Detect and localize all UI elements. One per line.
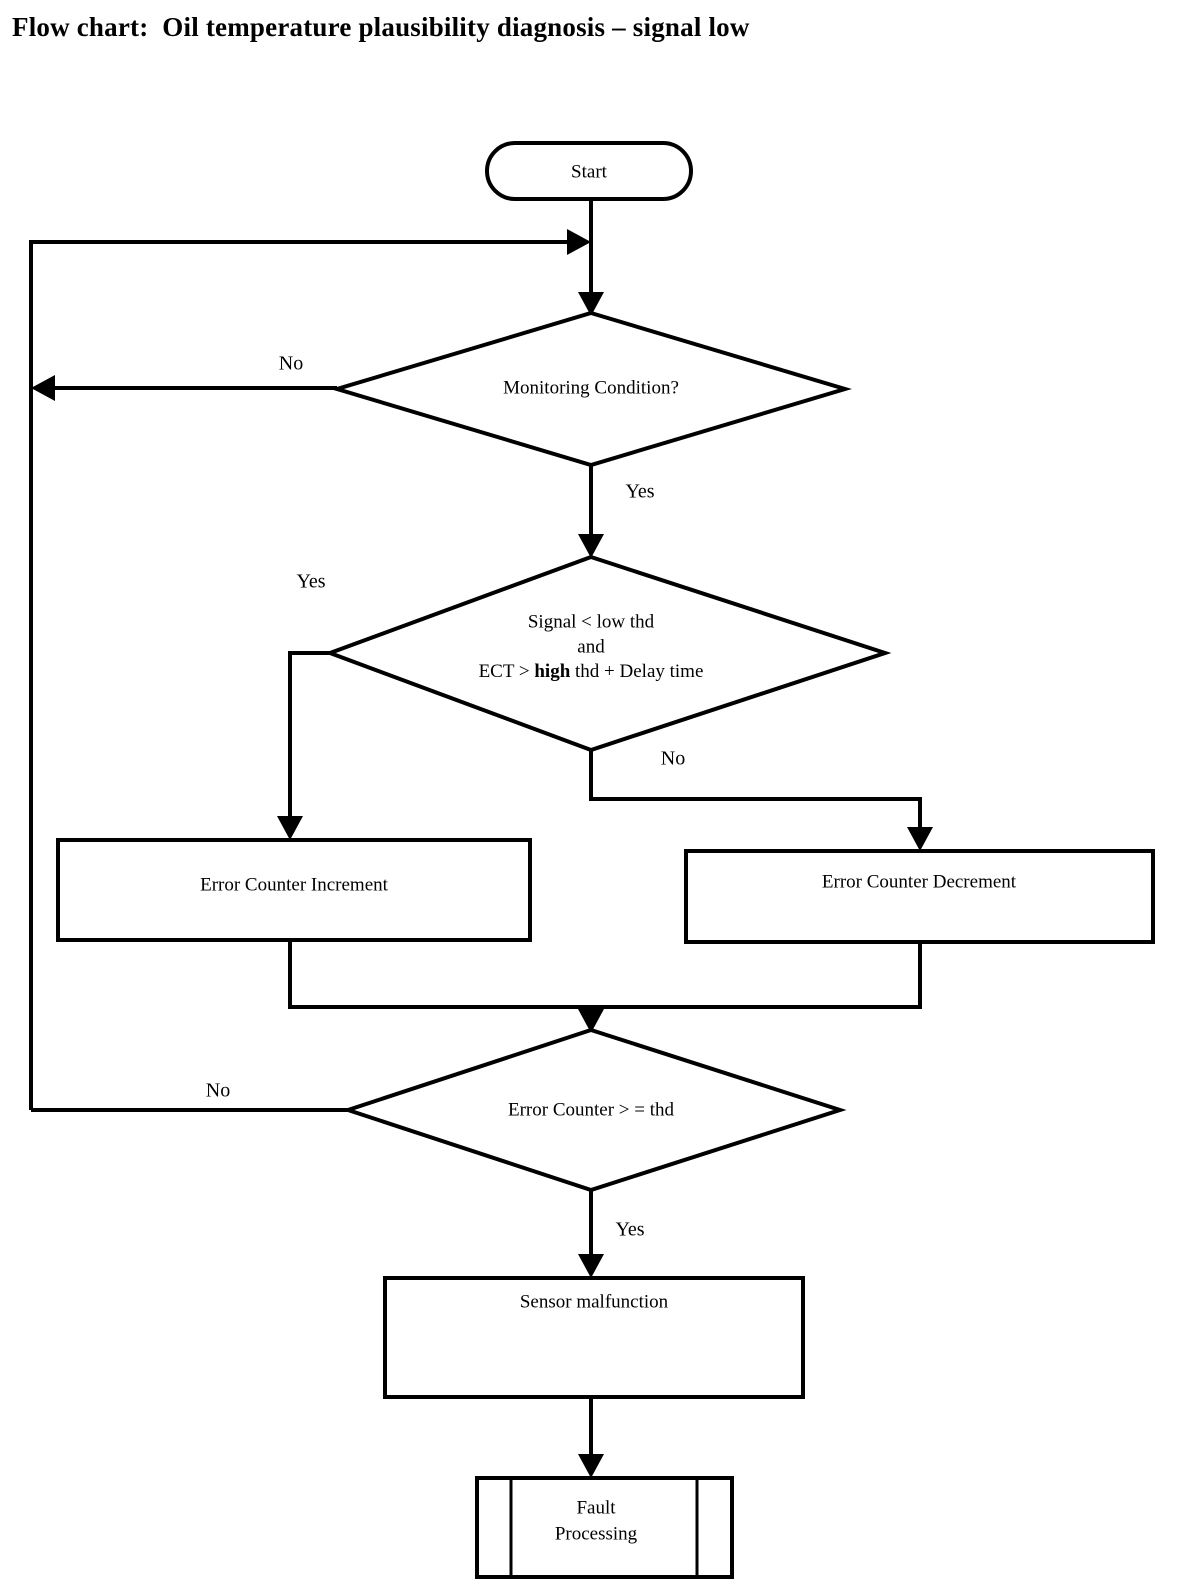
node-sensor-malfunction-label: Sensor malfunction <box>520 1291 669 1312</box>
node-signal-condition-label-line3-emphasis: high <box>534 661 570 682</box>
edge-feedback-loop <box>29 229 591 1110</box>
edge-start-to-monitoring <box>578 198 604 316</box>
edge-label-counter-yes: Yes <box>615 1219 644 1241</box>
node-signal-condition-label-line3: ECT > high thd + Delay time <box>479 661 704 682</box>
node-monitoring-condition[interactable]: Monitoring Condition? <box>330 310 852 468</box>
node-signal-condition[interactable]: Signal < low thd and ECT > high thd + De… <box>324 554 892 753</box>
node-counter-threshold-check[interactable]: Error Counter > = thd <box>341 1027 847 1193</box>
node-start[interactable]: Start <box>485 141 693 201</box>
node-signal-condition-label-line2: and <box>577 636 605 657</box>
node-monitoring-condition-label: Monitoring Condition? <box>503 377 679 398</box>
page-title: Flow chart: Oil temperature plausibility… <box>12 12 750 42</box>
edge-counter-yes <box>578 1190 604 1278</box>
edge-label-condition-no: No <box>661 748 685 770</box>
node-signal-condition-label-line3-suffix: thd + Delay time <box>570 661 703 682</box>
edge-label-condition-yes: Yes <box>296 571 325 593</box>
edge-monitoring-yes <box>578 465 604 558</box>
edge-merge-to-counter-check <box>288 940 922 1033</box>
node-signal-condition-label-line3-prefix: ECT > <box>479 661 535 682</box>
node-start-label: Start <box>571 161 608 182</box>
node-sensor-malfunction[interactable]: Sensor malfunction <box>383 1276 805 1399</box>
node-fault-processing-label-line2: Processing <box>555 1523 638 1544</box>
node-fault-processing-label-line1: Fault <box>576 1497 616 1518</box>
edge-condition-yes <box>277 651 330 840</box>
edge-label-counter-no: No <box>206 1080 230 1102</box>
node-fault-processing[interactable]: Fault Processing <box>475 1476 734 1579</box>
node-signal-condition-label-line1: Signal < low thd <box>528 611 655 632</box>
edge-label-monitoring-yes: Yes <box>625 481 654 503</box>
edge-label-monitoring-no: No <box>279 353 303 375</box>
edge-monitoring-no <box>31 375 337 401</box>
edge-malfunction-to-fault <box>578 1397 604 1478</box>
node-counter-threshold-check-label: Error Counter > = thd <box>508 1099 675 1120</box>
node-error-counter-increment-label: Error Counter Increment <box>200 874 389 895</box>
node-error-counter-decrement[interactable]: Error Counter Decrement <box>684 849 1155 944</box>
edge-condition-no <box>589 750 933 851</box>
node-error-counter-decrement-label: Error Counter Decrement <box>822 871 1017 892</box>
node-error-counter-increment[interactable]: Error Counter Increment <box>56 838 532 942</box>
